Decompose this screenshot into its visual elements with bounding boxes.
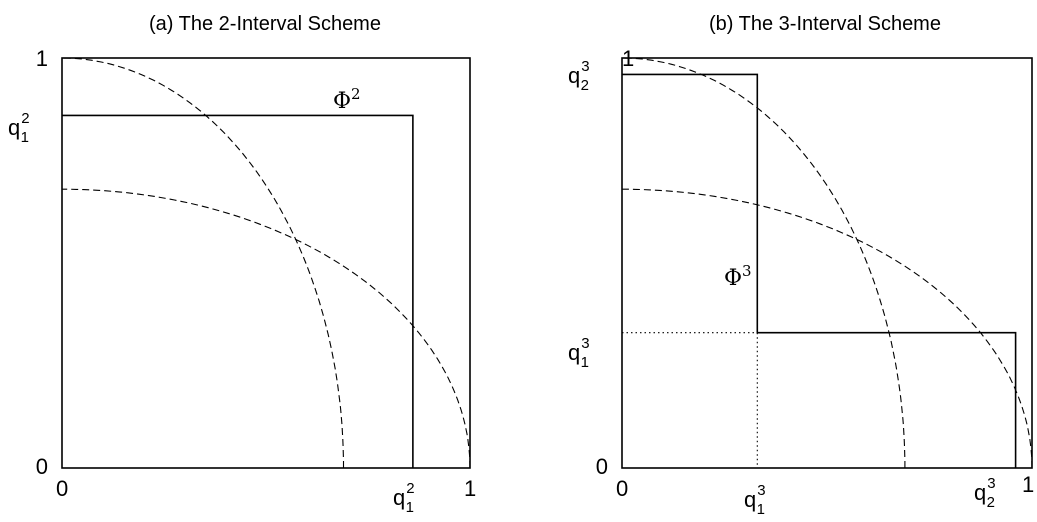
panel-b-y-max-label: 1 bbox=[622, 46, 634, 71]
panel-b-dashed-curve-2 bbox=[622, 188, 1033, 469]
panel-b-dotted-guides bbox=[622, 332, 758, 468]
panel-b-phi-label: Φ3 bbox=[724, 262, 752, 291]
panel-b-title: (b) The 3-Interval Scheme bbox=[709, 13, 941, 35]
panel-a-dashed-curve-1 bbox=[61, 57, 345, 468]
panel-b-frame bbox=[621, 57, 1033, 469]
panel-b-x-max-label: 1 bbox=[1022, 472, 1034, 497]
panel-a-phi-region bbox=[62, 114, 414, 468]
panel-a-x-min-label: 0 bbox=[56, 476, 68, 501]
panel-b-x-min-label: 0 bbox=[616, 476, 628, 501]
panel-b-phi-region bbox=[622, 73, 1017, 468]
panel-a-x-max-label: 1 bbox=[464, 476, 476, 501]
panel-a-frame bbox=[61, 57, 471, 469]
panel-b-y-min-label: 0 bbox=[596, 454, 608, 479]
panel-a-title: (a) The 2-Interval Scheme bbox=[149, 13, 381, 35]
panel-a-y-min-label: 0 bbox=[36, 454, 48, 479]
panel-b-dashed-curve-1 bbox=[621, 57, 906, 468]
panel-a-y-max-label: 1 bbox=[36, 46, 48, 71]
panel-a-dashed-curve-2 bbox=[62, 188, 471, 469]
panel-a-phi-label: Φ2 bbox=[333, 85, 361, 114]
